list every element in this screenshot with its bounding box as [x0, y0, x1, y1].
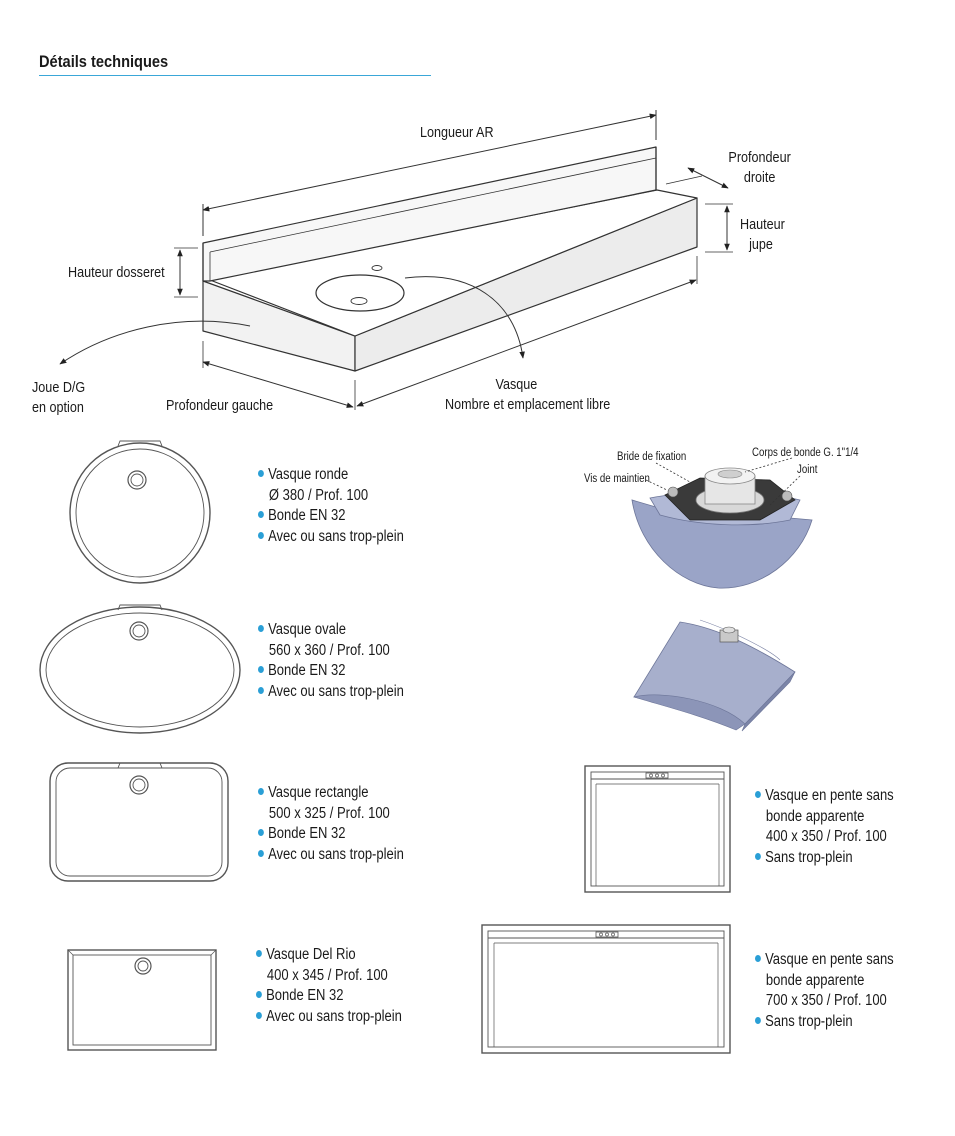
spec-oval: Vasque ovale 560 x 360 / Prof. 100 Bonde…	[258, 620, 404, 702]
spec-line: 400 x 345 / Prof. 100	[266, 966, 388, 984]
slope-basin-3d-drawing	[632, 619, 796, 732]
spec-line: bonde apparente	[765, 807, 865, 825]
spec-line: 400 x 350 / Prof. 100	[765, 828, 887, 845]
spec-slope-400: Vasque en pente sans bonde apparente 400…	[755, 786, 894, 868]
label-vis-maintien: Vis de maintien	[584, 473, 650, 485]
title-rule	[39, 75, 431, 76]
basin-slope-400-drawing	[584, 765, 731, 893]
label-joue-2: en option	[32, 399, 84, 416]
label-joue: Joue D/G en option	[32, 378, 85, 418]
spec-line: Avec ou sans trop-plein	[268, 527, 404, 545]
label-profondeur-droite-1: Profondeur	[728, 149, 791, 166]
label-profondeur-droite-2: droite	[743, 169, 776, 186]
label-vasque-1: Vasque	[495, 376, 538, 393]
basin-oval-drawing	[39, 604, 241, 734]
spec-line: Bonde EN 32	[266, 987, 344, 1004]
spec-delrio: Vasque Del Rio 400 x 345 / Prof. 100 Bon…	[256, 945, 402, 1027]
spec-line: Vasque en pente sans	[765, 951, 894, 968]
label-hauteur-dosseret: Hauteur dosseret	[68, 264, 165, 281]
spec-line: 500 x 325 / Prof. 100	[268, 804, 390, 822]
spec-line: Bonde EN 32	[268, 825, 346, 842]
basin-slope-700-drawing	[481, 924, 731, 1054]
spec-line: Avec ou sans trop-plein	[268, 845, 404, 863]
countertop-drawing	[202, 146, 698, 372]
spec-line: 700 x 350 / Prof. 100	[765, 992, 887, 1009]
spec-line: Vasque Del Rio	[266, 946, 356, 963]
label-profondeur-gauche: Profondeur gauche	[166, 397, 274, 414]
label-vasque: Vasque Nombre et emplacement libre	[445, 375, 610, 415]
spec-line: Ø 380 / Prof. 100	[268, 486, 369, 504]
label-joue-1: Joue D/G	[32, 379, 86, 396]
spec-round: Vasque ronde Ø 380 / Prof. 100 Bonde EN …	[258, 465, 404, 547]
spec-line: Sans trop-plein	[765, 1012, 853, 1030]
spec-line: Vasque ovale	[268, 621, 347, 638]
spec-line: Avec ou sans trop-plein	[266, 1007, 402, 1025]
spec-line: Bonde EN 32	[268, 507, 346, 524]
spec-line: bonde apparente	[765, 971, 865, 989]
spec-line: Vasque rectangle	[268, 784, 369, 801]
label-vasque-2: Nombre et emplacement libre	[445, 396, 611, 413]
spec-line: Sans trop-plein	[765, 848, 853, 866]
label-hauteur-jupe: Hauteur jupe	[740, 215, 785, 255]
spec-line: Bonde EN 32	[268, 662, 346, 679]
label-bride-fixation: Bride de fixation	[617, 451, 687, 463]
label-hauteur-jupe-1: Hauteur	[740, 216, 785, 233]
basin-round-drawing	[69, 440, 211, 584]
spec-rectangle: Vasque rectangle 500 x 325 / Prof. 100 B…	[258, 783, 404, 865]
label-longueur-ar: Longueur AR	[420, 124, 494, 141]
label-profondeur-droite: Profondeur droite	[726, 148, 793, 188]
spec-slope-700: Vasque en pente sans bonde apparente 700…	[755, 950, 894, 1032]
drain-assembly-drawing	[631, 457, 813, 589]
spec-line: Vasque en pente sans	[765, 787, 894, 804]
label-corps-bonde: Corps de bonde G. 1"1/4	[752, 447, 859, 459]
basin-rectangle-drawing	[49, 762, 229, 882]
basin-delrio-drawing	[67, 949, 217, 1051]
dimension-lines	[59, 110, 733, 410]
label-hauteur-jupe-2: jupe	[749, 236, 773, 253]
spec-line: Vasque ronde	[268, 466, 349, 483]
page-title: Détails techniques	[39, 52, 169, 71]
spec-line: 560 x 360 / Prof. 100	[268, 641, 390, 659]
spec-line: Avec ou sans trop-plein	[268, 682, 404, 700]
label-joint: Joint	[797, 464, 818, 476]
